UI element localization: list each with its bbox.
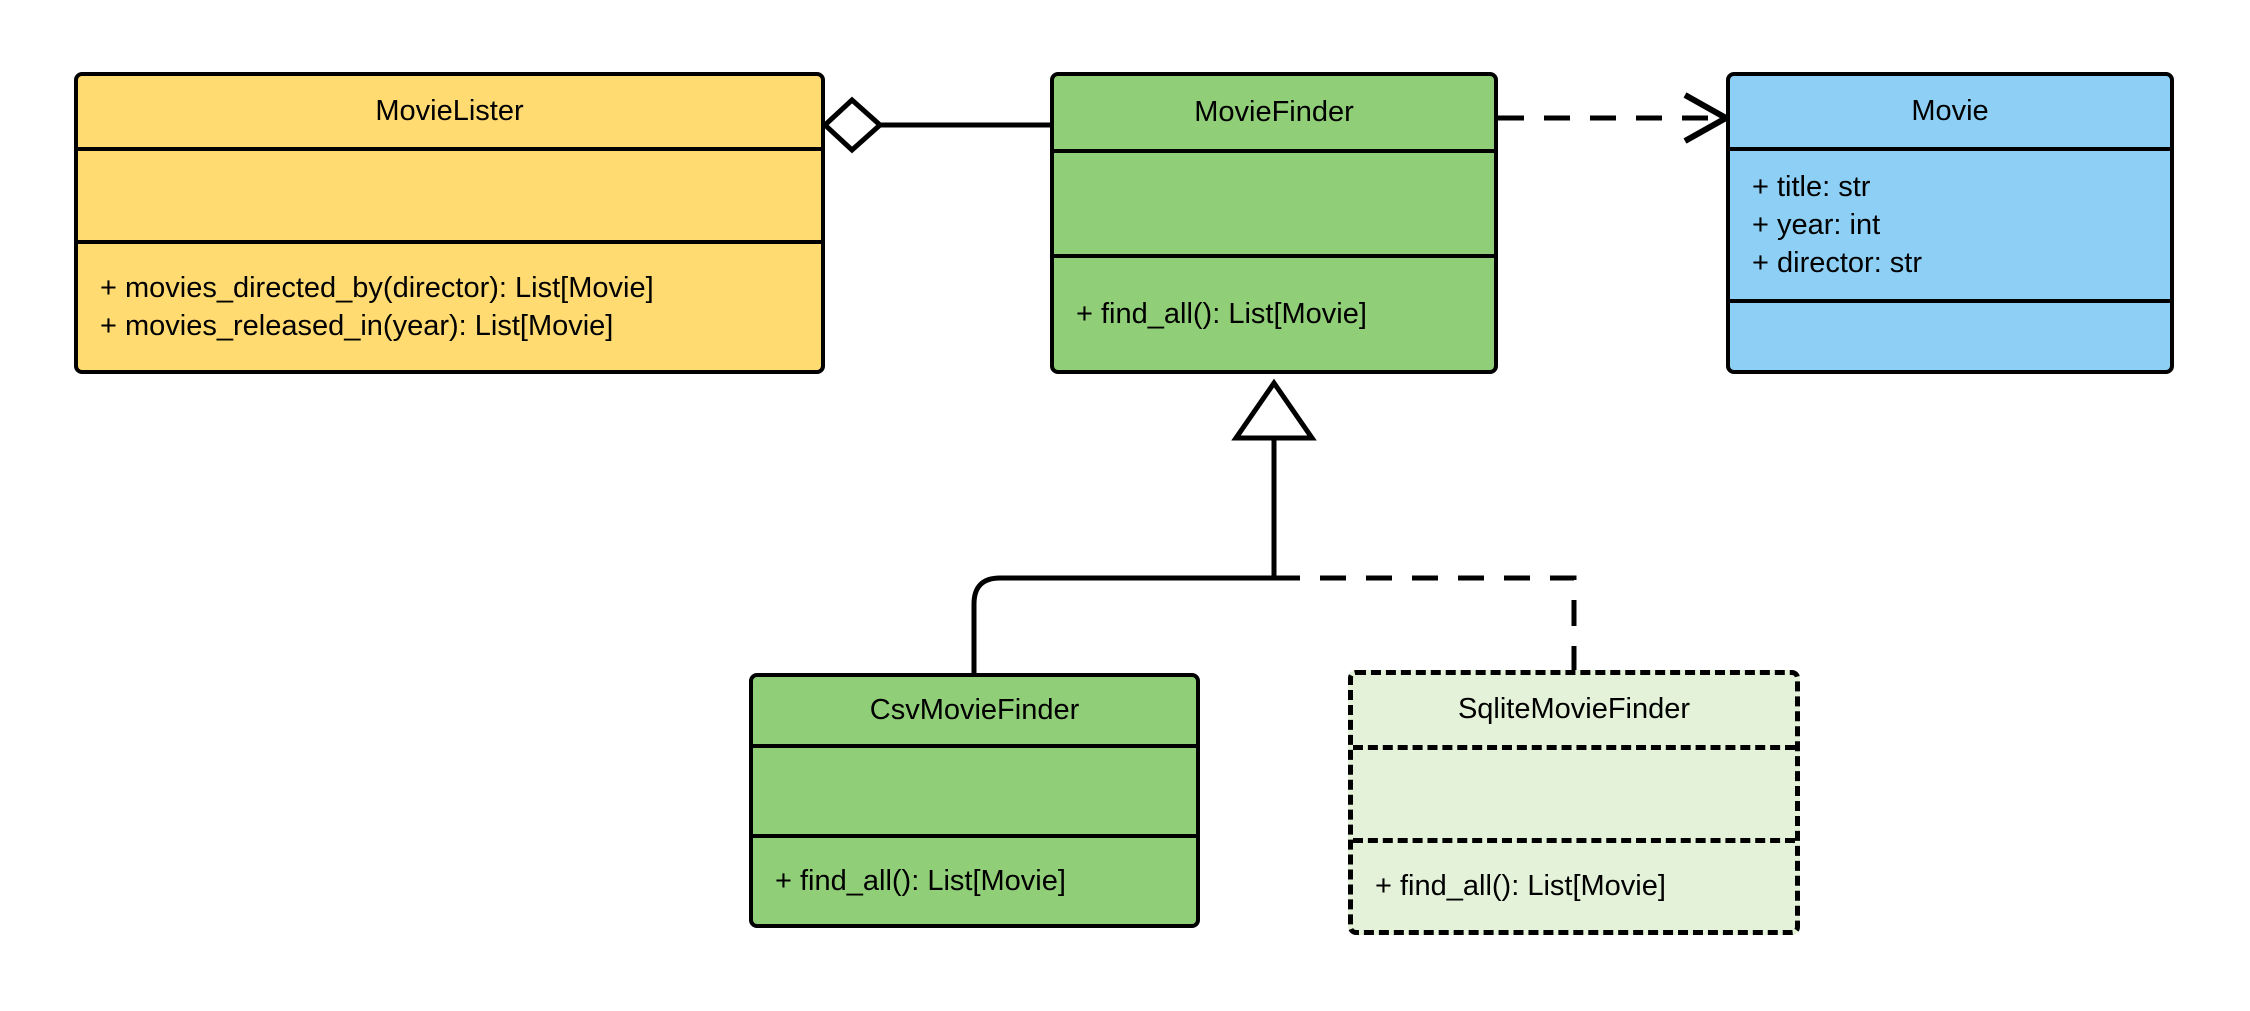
class-name-compartment: MovieLister — [78, 76, 821, 147]
class-name-label: SqliteMovieFinder — [1457, 693, 1691, 726]
class-name-label: MovieFinder — [1194, 95, 1354, 128]
class-name-label: MovieLister — [375, 94, 524, 127]
method-item: + find_all(): List[Movie] — [1076, 297, 1367, 330]
method-item: + movies_released_in(year): List[Movie] — [100, 309, 614, 342]
method-item: + movies_directed_by(director): List[Mov… — [100, 271, 654, 304]
methods-compartment — [1730, 299, 2170, 370]
attributes-compartment — [753, 744, 1196, 834]
class-box-movie-lister[interactable]: MovieLister + movies_directed_by(directo… — [74, 72, 825, 374]
class-name-compartment: Movie — [1730, 76, 2170, 147]
hollow-triangle-icon — [1231, 378, 1317, 441]
class-name-compartment: MovieFinder — [1054, 76, 1494, 149]
methods-compartment: + find_all(): List[Movie] — [753, 834, 1196, 924]
open-arrow-icon — [1683, 92, 1733, 144]
attributes-compartment — [78, 147, 821, 240]
generalization-csv-line — [971, 575, 1274, 673]
method-item: + find_all(): List[Movie] — [775, 864, 1066, 897]
class-box-movie-finder[interactable]: MovieFinder + find_all(): List[Movie] — [1050, 72, 1498, 374]
class-name-compartment: SqliteMovieFinder — [1353, 675, 1795, 745]
dependency-finder-movie-edge[interactable] — [1498, 92, 1733, 144]
methods-compartment: + find_all(): List[Movie] — [1353, 838, 1795, 930]
attribute-item: + title: str — [1752, 170, 1871, 203]
attributes-compartment: + title: str + year: int + director: str — [1730, 147, 2170, 299]
methods-compartment: + movies_directed_by(director): List[Mov… — [78, 239, 821, 370]
generalization-trunk — [1231, 378, 1317, 578]
class-name-compartment: CsvMovieFinder — [753, 677, 1196, 744]
attributes-compartment — [1054, 149, 1494, 254]
attribute-item: + year: int — [1752, 208, 1881, 241]
generalization-csv-finder-edge[interactable] — [971, 575, 1274, 673]
class-box-csv-movie-finder[interactable]: CsvMovieFinder + find_all(): List[Movie] — [749, 673, 1200, 928]
methods-compartment: + find_all(): List[Movie] — [1054, 254, 1494, 370]
attributes-compartment — [1353, 745, 1795, 838]
generalization-sqlite-line — [1274, 575, 1577, 670]
attribute-item: + director: str — [1752, 247, 1923, 280]
class-box-sqlite-movie-finder[interactable]: SqliteMovieFinder + find_all(): List[Mov… — [1348, 670, 1800, 935]
hollow-diamond-icon — [821, 96, 884, 154]
class-name-label: Movie — [1911, 94, 1989, 127]
aggregation-lister-finder-edge[interactable] — [821, 96, 1050, 154]
class-name-label: CsvMovieFinder — [869, 693, 1080, 726]
method-item: + find_all(): List[Movie] — [1375, 870, 1666, 903]
class-box-movie[interactable]: Movie + title: str + year: int + directo… — [1726, 72, 2174, 374]
generalization-sqlite-finder-edge[interactable] — [1274, 575, 1577, 670]
